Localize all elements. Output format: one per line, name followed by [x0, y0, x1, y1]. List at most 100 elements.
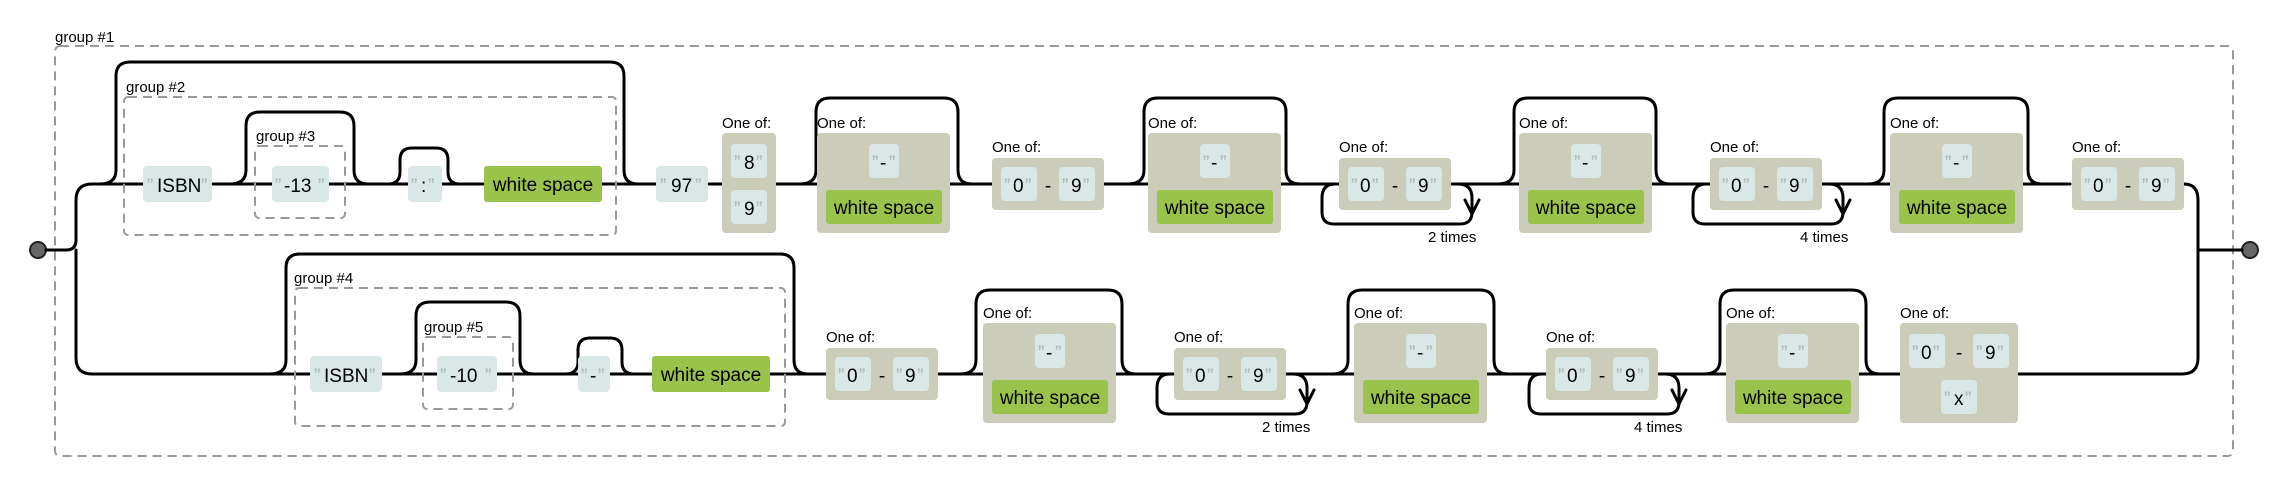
- bypass-sep-r1-1: [798, 96, 974, 186]
- range-r1-2-lo-box: [1348, 167, 1384, 201]
- bypass-sep-r2-3: [1702, 288, 1882, 376]
- literal-colon-quote-close: ”: [428, 176, 434, 197]
- literal-dash10-quote-close: ”: [485, 366, 491, 387]
- range-r1-1-lo-quote-open: ”: [1004, 176, 1010, 197]
- bypass-group-5: [398, 300, 536, 376]
- range-r1-3-hi-quote-close: ”: [1801, 176, 1807, 197]
- sep-r1-4-ws: [1899, 190, 2015, 224]
- end-terminal: [2241, 241, 2259, 259]
- range-r2-3-label: One of:: [1546, 329, 1595, 346]
- sep-r2-2-ws-text: white space: [1370, 388, 1471, 409]
- wire-merge: [2008, 182, 2244, 376]
- literal-isbn-box: [143, 166, 212, 202]
- range-r1-3-hi-quote-open: ”: [1780, 176, 1786, 197]
- range-r1-3-lo-text: 0: [1731, 176, 1742, 197]
- literal-g4-hyphen-box: [578, 356, 610, 392]
- range-r1-2-lo-text: 0: [1360, 176, 1371, 197]
- range-r1-1-lo-box: [1001, 167, 1037, 201]
- sep-r1-1-hyphen-text: -: [880, 153, 886, 174]
- range-r2-1-lo-text: 0: [847, 366, 858, 387]
- sep-r2-3-hyphen-quote-open: ”: [1781, 343, 1787, 364]
- sep-r2-3-hyphen-text: -: [1789, 343, 1795, 364]
- range-r1-4-dash: -: [2125, 176, 2131, 197]
- range-r2-1-lo-quote-close: ”: [859, 366, 865, 387]
- literal-97-text: 97: [671, 176, 692, 197]
- range-r1-3-lo-box: [1719, 167, 1755, 201]
- range-r2-1-dash: -: [879, 366, 885, 387]
- whitespace-g2: [484, 166, 602, 202]
- range-r2-3-lo-quote-open: ”: [1558, 366, 1564, 387]
- range-r1-2-lo-quote-close: ”: [1372, 176, 1378, 197]
- bypass-g4-hyphen: [563, 336, 636, 376]
- range-r1-1-label: One of:: [992, 139, 1041, 156]
- sep-r1-3-hyphen-quote-close: ”: [1591, 153, 1597, 174]
- range-r1-3-lo-quote-close: ”: [1743, 176, 1749, 197]
- loop-r1-4times-arrow: [1834, 198, 1852, 216]
- literal-colon-text: :: [421, 176, 426, 197]
- check-digit-lo-box: [1909, 334, 1945, 368]
- sep-r1-4-ws-text: white space: [1906, 198, 2007, 219]
- range-r1-1-lo-text: 0: [1013, 176, 1024, 197]
- group-5-box: [422, 336, 514, 410]
- range-r2-3-dash: -: [1599, 366, 1605, 387]
- sep-r1-4-hyphen-quote-close: ”: [1962, 153, 1968, 174]
- repeat-r1-2times: 2 times: [1428, 229, 1476, 246]
- range-r2-1-hi-quote-close: ”: [917, 366, 923, 387]
- bypass-group-3: [228, 110, 370, 186]
- literal-9-quote-close: ”: [756, 199, 762, 220]
- range-r1-1-hi-quote-open: ”: [1062, 176, 1068, 197]
- range-r1-2-lo-quote-open: ”: [1351, 176, 1357, 197]
- sep-r2-1-hyphen-box: [1035, 334, 1065, 368]
- sep-r1-3-hyphen-box: [1571, 144, 1601, 178]
- range-r1-3-lo-quote-open: ”: [1722, 176, 1728, 197]
- range-r1-2-dash: -: [1392, 176, 1398, 197]
- literal-isbn-text: ISBN: [157, 176, 201, 197]
- range-r2-2-lo-quote-open: ”: [1186, 366, 1192, 387]
- range-r1-1-hi-box: [1059, 167, 1095, 201]
- check-digit-label: One of:: [1900, 305, 1949, 322]
- literal-isbn2-quote-open: ”: [314, 366, 320, 387]
- loop-r2-2times-arrow: [1298, 388, 1316, 406]
- literal-dash10-quote-open: ”: [440, 366, 446, 387]
- literal-9-text: 9: [744, 199, 755, 220]
- range-r1-2-hi-text: 9: [1418, 176, 1429, 197]
- range-r1-4-hi-quote-open: ”: [2142, 176, 2148, 197]
- sep-r1-2-ws-text: white space: [1164, 198, 1265, 219]
- literal-isbn2-quote-close: ”: [369, 366, 375, 387]
- bypass-sep-r1-4: [1866, 96, 2044, 186]
- range-r2-1-hi-text: 9: [905, 366, 916, 387]
- check-digit-lo-text: 0: [1921, 343, 1932, 364]
- start-terminal: [29, 241, 47, 259]
- sep-r2-3-ws: [1735, 380, 1851, 414]
- sep-r2-1-label: One of:: [983, 305, 1032, 322]
- literal-colon-quote-open: ”: [411, 176, 417, 197]
- range-r1-3-hi-box: [1777, 167, 1813, 201]
- group-3-box: [254, 145, 346, 219]
- literal-isbn-quote-open: ”: [147, 176, 153, 197]
- range-r1-2-hi-quote-close: ”: [1430, 176, 1436, 197]
- literal-g4-hyphen-quote-open: ”: [581, 366, 587, 387]
- literal-8-box: [731, 144, 767, 178]
- literal-8-quote-open: ”: [734, 153, 740, 174]
- sep-r2-1-ws-text: white space: [999, 388, 1100, 409]
- range-r1-3-label: One of:: [1710, 139, 1759, 156]
- repeat-r2-4times: 4 times: [1634, 419, 1682, 436]
- range-r1-3-hi-text: 9: [1789, 176, 1800, 197]
- range-r1-4-label: One of:: [2072, 139, 2121, 156]
- literal-dash13-text: -13: [284, 176, 311, 197]
- whitespace-g4: [652, 356, 770, 392]
- repeat-r1-4times: 4 times: [1800, 229, 1848, 246]
- sep-r1-3-ws-text: white space: [1535, 198, 1636, 219]
- literal-97-quote-close: ”: [695, 176, 701, 197]
- group-1-label: group #1: [55, 29, 114, 46]
- wire-split: [44, 182, 287, 376]
- group-2-box: [123, 96, 617, 236]
- sep-r1-4-label: One of:: [1890, 115, 1939, 132]
- range-r2-2-label: One of:: [1174, 329, 1223, 346]
- sep-r1-3-label: One of:: [1519, 115, 1568, 132]
- bypass-colon: [386, 146, 462, 186]
- sep-r2-3-label: One of:: [1726, 305, 1775, 322]
- literal-isbn-quote-close: ”: [201, 176, 207, 197]
- range-r1-4-lo-quote-close: ”: [2105, 176, 2111, 197]
- sep-r2-1-hyphen-quote-close: ”: [1055, 343, 1061, 364]
